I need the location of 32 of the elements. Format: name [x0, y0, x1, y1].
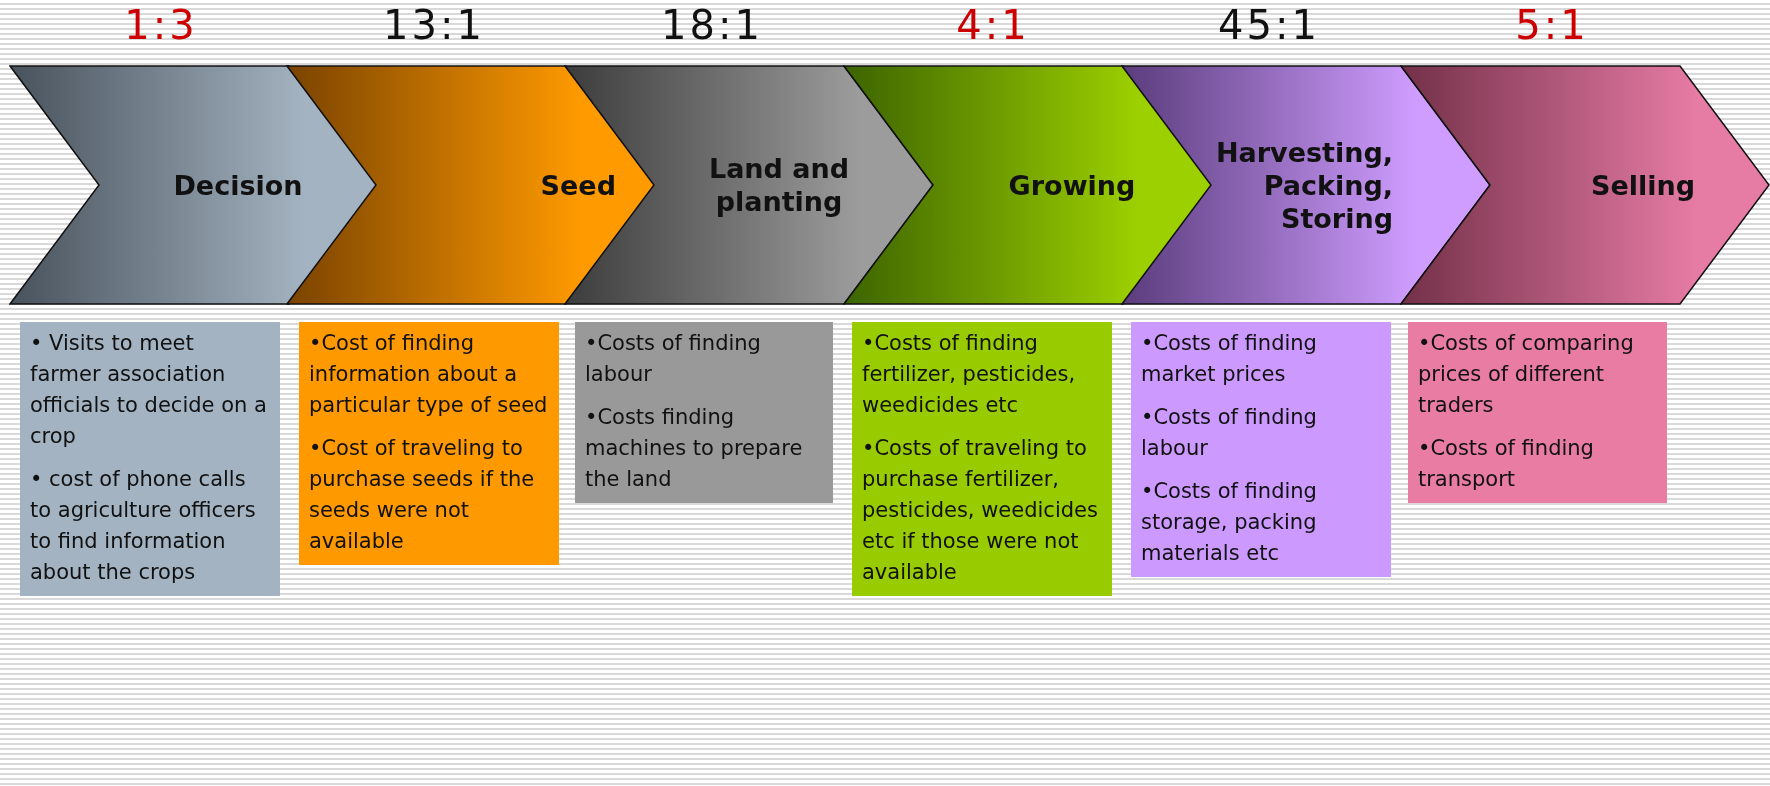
- cost-item: •Cost of finding information about a particular type of seed: [309, 330, 549, 419]
- cost-item: •Costs of comparing prices of different traders: [1418, 330, 1635, 419]
- cost-card: [852, 322, 1112, 596]
- cost-item: •Costs of traveling to purchase fertilizer, pesticides, weedicides etc if those were not available: [862, 435, 1099, 586]
- step-title: Growing: [1007, 168, 1137, 202]
- cost-item: •Costs of finding transport: [1418, 435, 1595, 493]
- ratio-label: 5:1: [1515, 2, 1589, 48]
- cost-card: [575, 322, 833, 503]
- cost-card: [1131, 322, 1391, 577]
- ratio-label: 18:1: [661, 2, 763, 48]
- step-title: Land and planting: [707, 152, 851, 218]
- cost-card: [299, 322, 559, 565]
- ratio-label: 45:1: [1218, 2, 1320, 48]
- cost-item: •Costs of finding storage, packing materials etc: [1141, 478, 1318, 567]
- step-title: Harvesting, Packing, Storing: [1214, 135, 1393, 235]
- step-title: Selling: [1589, 168, 1697, 202]
- cost-item: •Cost of traveling to purchase seeds if the seeds were not available: [309, 435, 536, 555]
- cost-item: •Costs finding machines to prepare the land: [585, 404, 804, 493]
- step-title: Seed: [539, 168, 616, 202]
- cost-card: [20, 322, 280, 596]
- ratio-label: 1:3: [124, 2, 198, 48]
- cost-item: •Costs of finding labour: [585, 330, 762, 388]
- chevron-step: [1400, 65, 1770, 305]
- step-title: Decision: [172, 168, 304, 202]
- cost-item: • cost of phone calls to agriculture officers to find information about the crops: [30, 466, 257, 586]
- ratio-label: 4:1: [956, 2, 1030, 48]
- cost-item: •Costs of finding market prices: [1141, 330, 1318, 388]
- cost-item: • Visits to meet farmer association officials to decide on a crop: [30, 330, 268, 450]
- cost-item: •Costs of finding labour: [1141, 404, 1318, 462]
- cost-item: •Costs of finding fertilizer, pesticides, weedicides etc: [862, 330, 1077, 419]
- cost-card: [1408, 322, 1667, 503]
- ratio-label: 13:1: [383, 2, 485, 48]
